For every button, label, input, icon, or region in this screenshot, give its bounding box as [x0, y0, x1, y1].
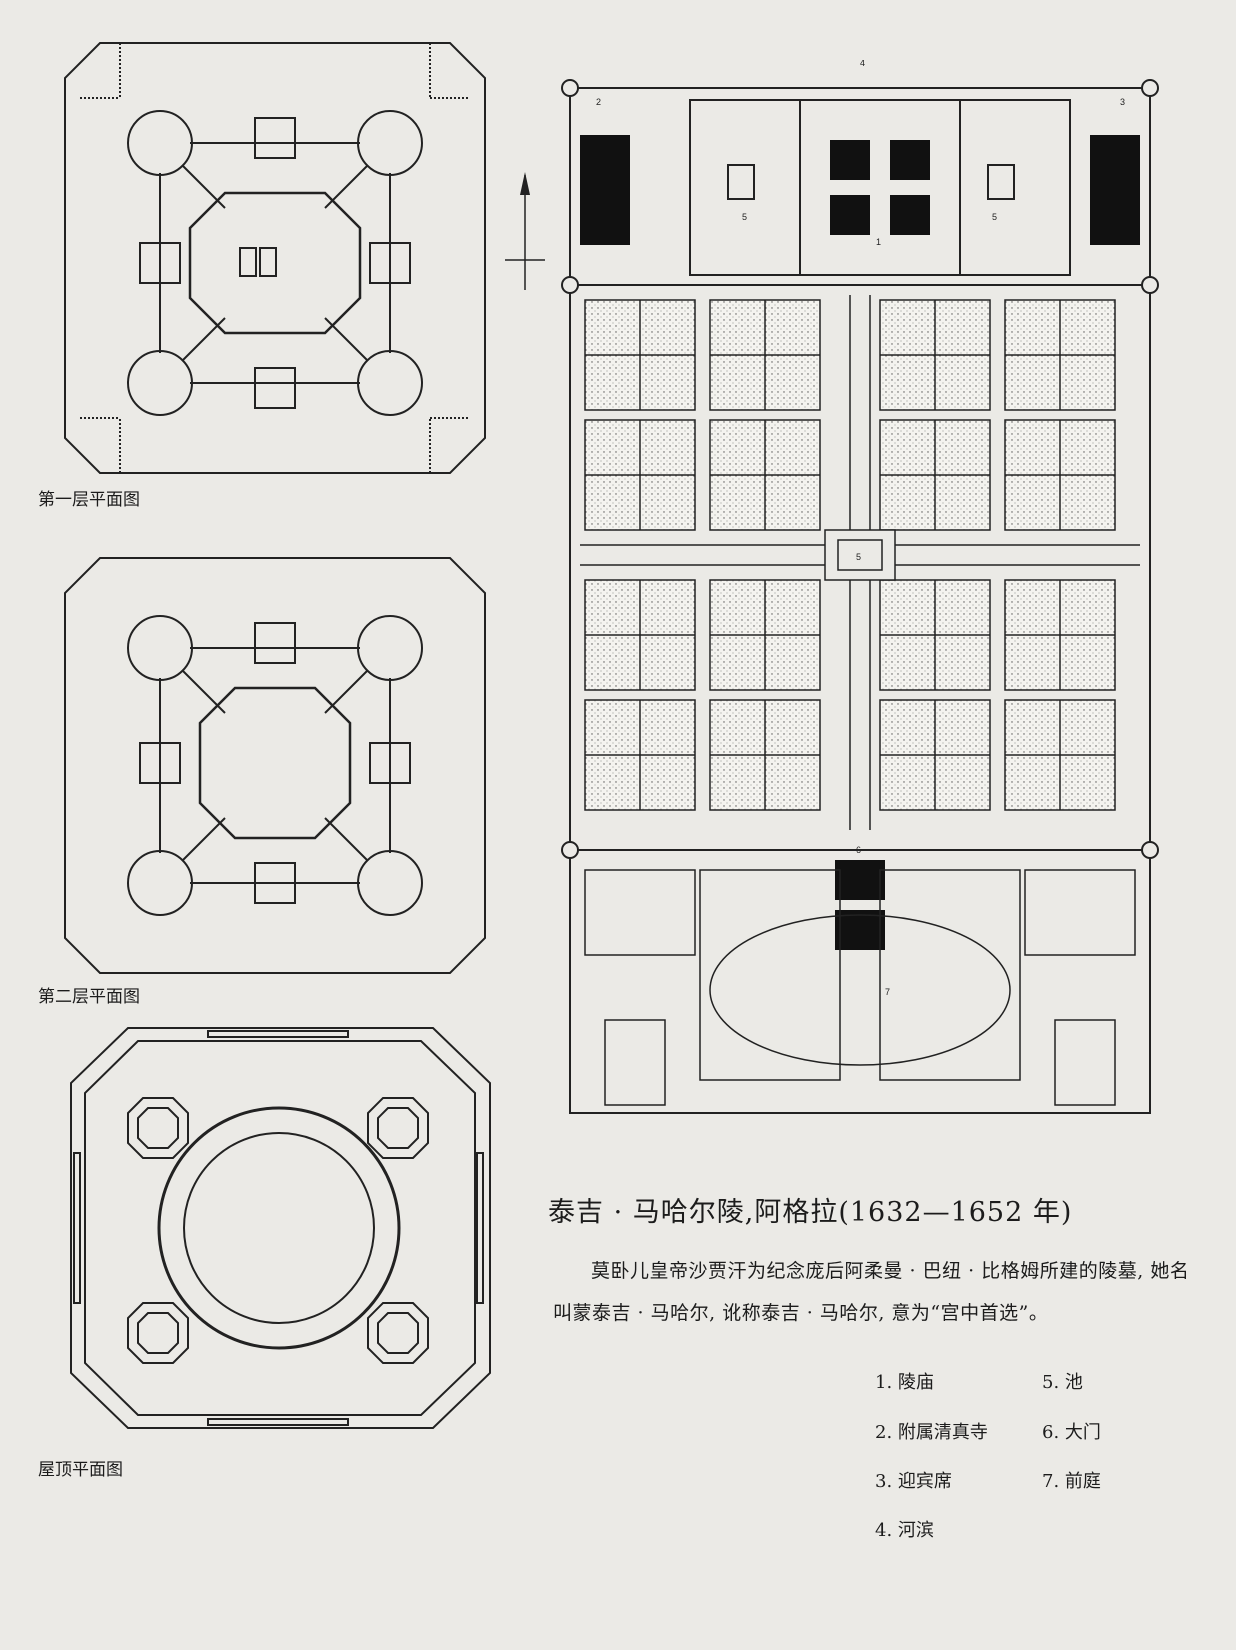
label-mosque: 2 — [596, 97, 601, 107]
label-gate: 6 — [856, 845, 861, 855]
roof-plan — [70, 1027, 491, 1429]
label-forecourt: 7 — [885, 987, 890, 997]
second-floor-plan — [64, 557, 486, 974]
second-floor-caption: 第二层平面图 — [38, 987, 140, 1007]
legend-item-5: 5. 池 — [1042, 1372, 1083, 1393]
site-plan-labels: 4 1 2 3 5 5 5 6 7 — [596, 60, 1125, 997]
first-floor-plan — [64, 42, 486, 474]
figure-title: 泰吉 · 马哈尔陵,阿格拉(1632—1652 年) — [548, 1197, 1073, 1228]
roof-caption: 屋顶平面图 — [38, 1460, 123, 1480]
label-mausoleum: 1 — [876, 237, 881, 247]
north-arrow-icon — [505, 172, 545, 290]
legend-item-7: 7. 前庭 — [1042, 1471, 1101, 1492]
label-pool-center: 5 — [856, 552, 861, 562]
legend-item-3: 3. 迎宾席 — [875, 1471, 952, 1492]
label-river: 4 — [860, 60, 865, 68]
legend-item-1: 1. 陵庙 — [875, 1372, 934, 1393]
description-text: 莫卧儿皇帝沙贾汗为纪念庞后阿柔曼 · 巴纽 · 比格姆所建的陵墓, 她名叫蒙泰吉… — [553, 1260, 1190, 1324]
label-guesthouse: 3 — [1120, 97, 1125, 107]
label-pool-left: 5 — [742, 212, 747, 222]
legend-item-6: 6. 大门 — [1042, 1422, 1101, 1443]
legend-item-2: 2. 附属清真寺 — [875, 1422, 988, 1443]
site-plan: 4 1 2 3 5 5 5 6 7 — [561, 60, 1159, 1114]
first-floor-caption: 第一层平面图 — [38, 490, 140, 510]
legend-item-4: 4. 河滨 — [875, 1520, 934, 1541]
label-pool-right: 5 — [992, 212, 997, 222]
